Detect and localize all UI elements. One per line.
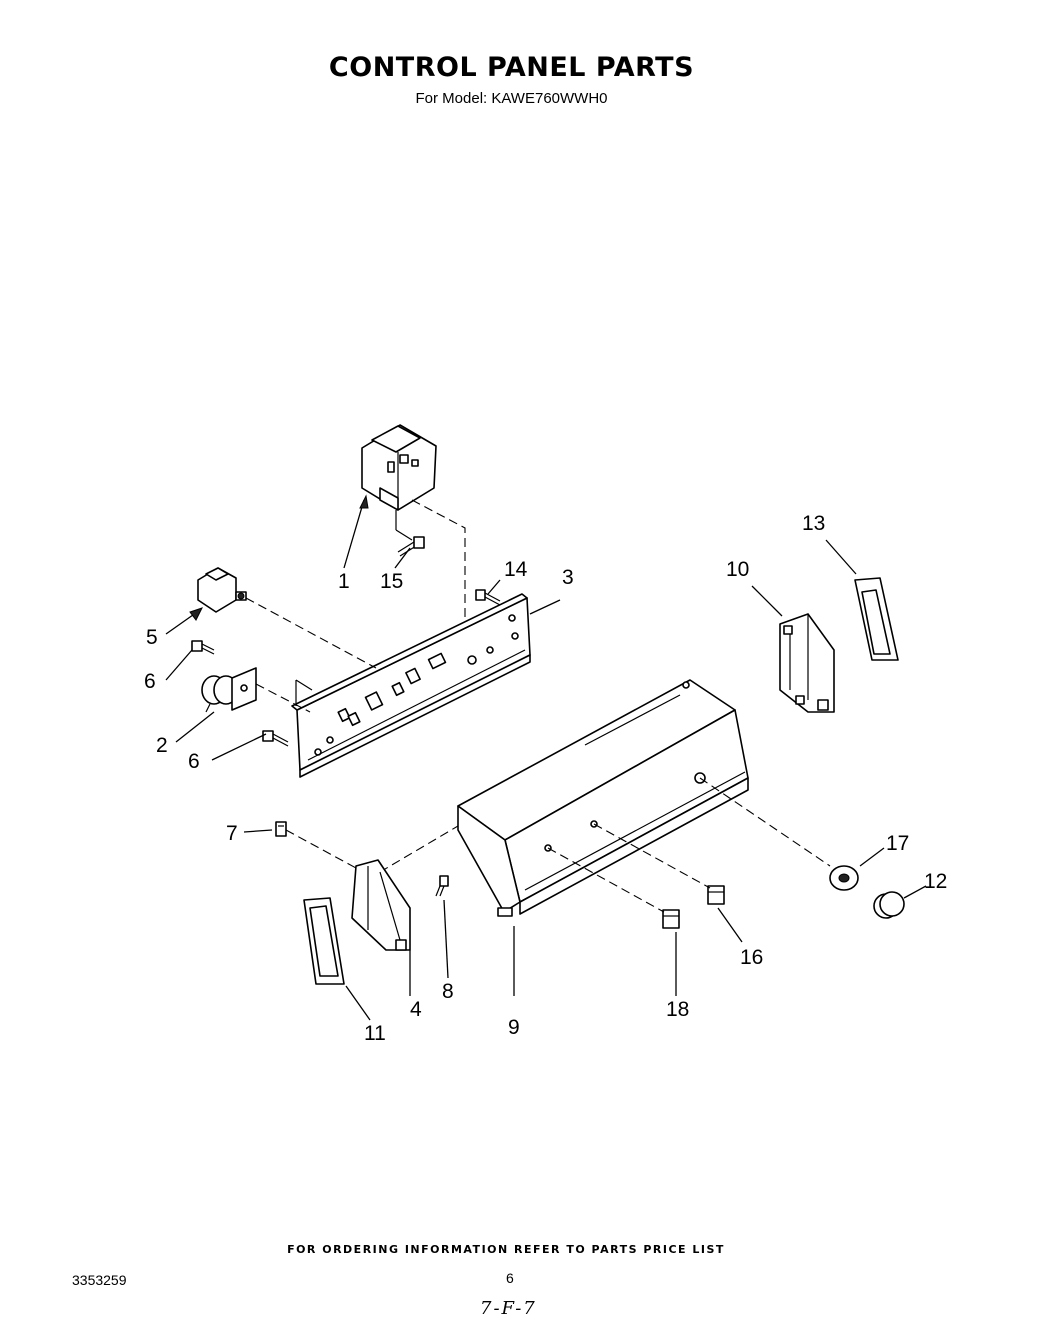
page-number: 6 bbox=[506, 1270, 514, 1286]
part-11-end-cap bbox=[303, 897, 345, 985]
part-9-console bbox=[457, 679, 749, 917]
callout-15: 15 bbox=[380, 570, 403, 593]
callout-9: 9 bbox=[508, 1016, 520, 1039]
callout-6-lower: 6 bbox=[188, 750, 200, 773]
document-number: 3353259 bbox=[72, 1272, 127, 1288]
callout-7: 7 bbox=[226, 822, 238, 845]
callout-5: 5 bbox=[146, 626, 158, 649]
part-14-screw bbox=[475, 589, 501, 606]
callout-12: 12 bbox=[924, 870, 947, 893]
part-8-screw bbox=[435, 875, 449, 897]
model-line: For Model: KAWE760WWH0 bbox=[415, 90, 608, 107]
callout-1: 1 bbox=[338, 570, 350, 593]
part-12-knob bbox=[873, 891, 905, 919]
callout-10: 10 bbox=[726, 558, 749, 581]
part-16-knob bbox=[707, 885, 725, 905]
part-5-switch bbox=[197, 567, 247, 613]
callout-2: 2 bbox=[156, 734, 168, 757]
part-6-screw-upper bbox=[191, 640, 215, 655]
callout-11: 11 bbox=[364, 1022, 386, 1045]
page-title: CONTROL PANEL PARTS bbox=[328, 52, 695, 83]
part-7-clip bbox=[275, 821, 287, 837]
part-18-knob bbox=[662, 909, 680, 929]
callout-3: 3 bbox=[562, 566, 574, 589]
callout-14: 14 bbox=[504, 558, 528, 581]
part-10-end-bracket bbox=[779, 613, 835, 713]
callout-8: 8 bbox=[442, 980, 454, 1003]
handwritten-mark: 7-F-7 bbox=[480, 1298, 537, 1319]
callout-17: 17 bbox=[886, 832, 909, 855]
ordering-note: FOR ORDERING INFORMATION REFER TO PARTS … bbox=[287, 1243, 725, 1256]
part-4-end-bracket bbox=[351, 859, 411, 951]
callout-6-upper: 6 bbox=[144, 670, 156, 693]
part-13-end-cap bbox=[854, 577, 899, 661]
part-6-screw-lower bbox=[262, 730, 289, 747]
part-3-control-panel-bracket bbox=[291, 593, 531, 778]
callout-13: 13 bbox=[802, 512, 825, 535]
callout-18: 18 bbox=[666, 998, 689, 1021]
part-1-timer-module bbox=[361, 424, 437, 541]
callout-4: 4 bbox=[410, 998, 422, 1021]
leader-lines bbox=[165, 494, 927, 1021]
part-17-washer bbox=[829, 865, 859, 891]
part-2-pressure-switch bbox=[201, 667, 257, 713]
callout-16: 16 bbox=[740, 946, 763, 969]
